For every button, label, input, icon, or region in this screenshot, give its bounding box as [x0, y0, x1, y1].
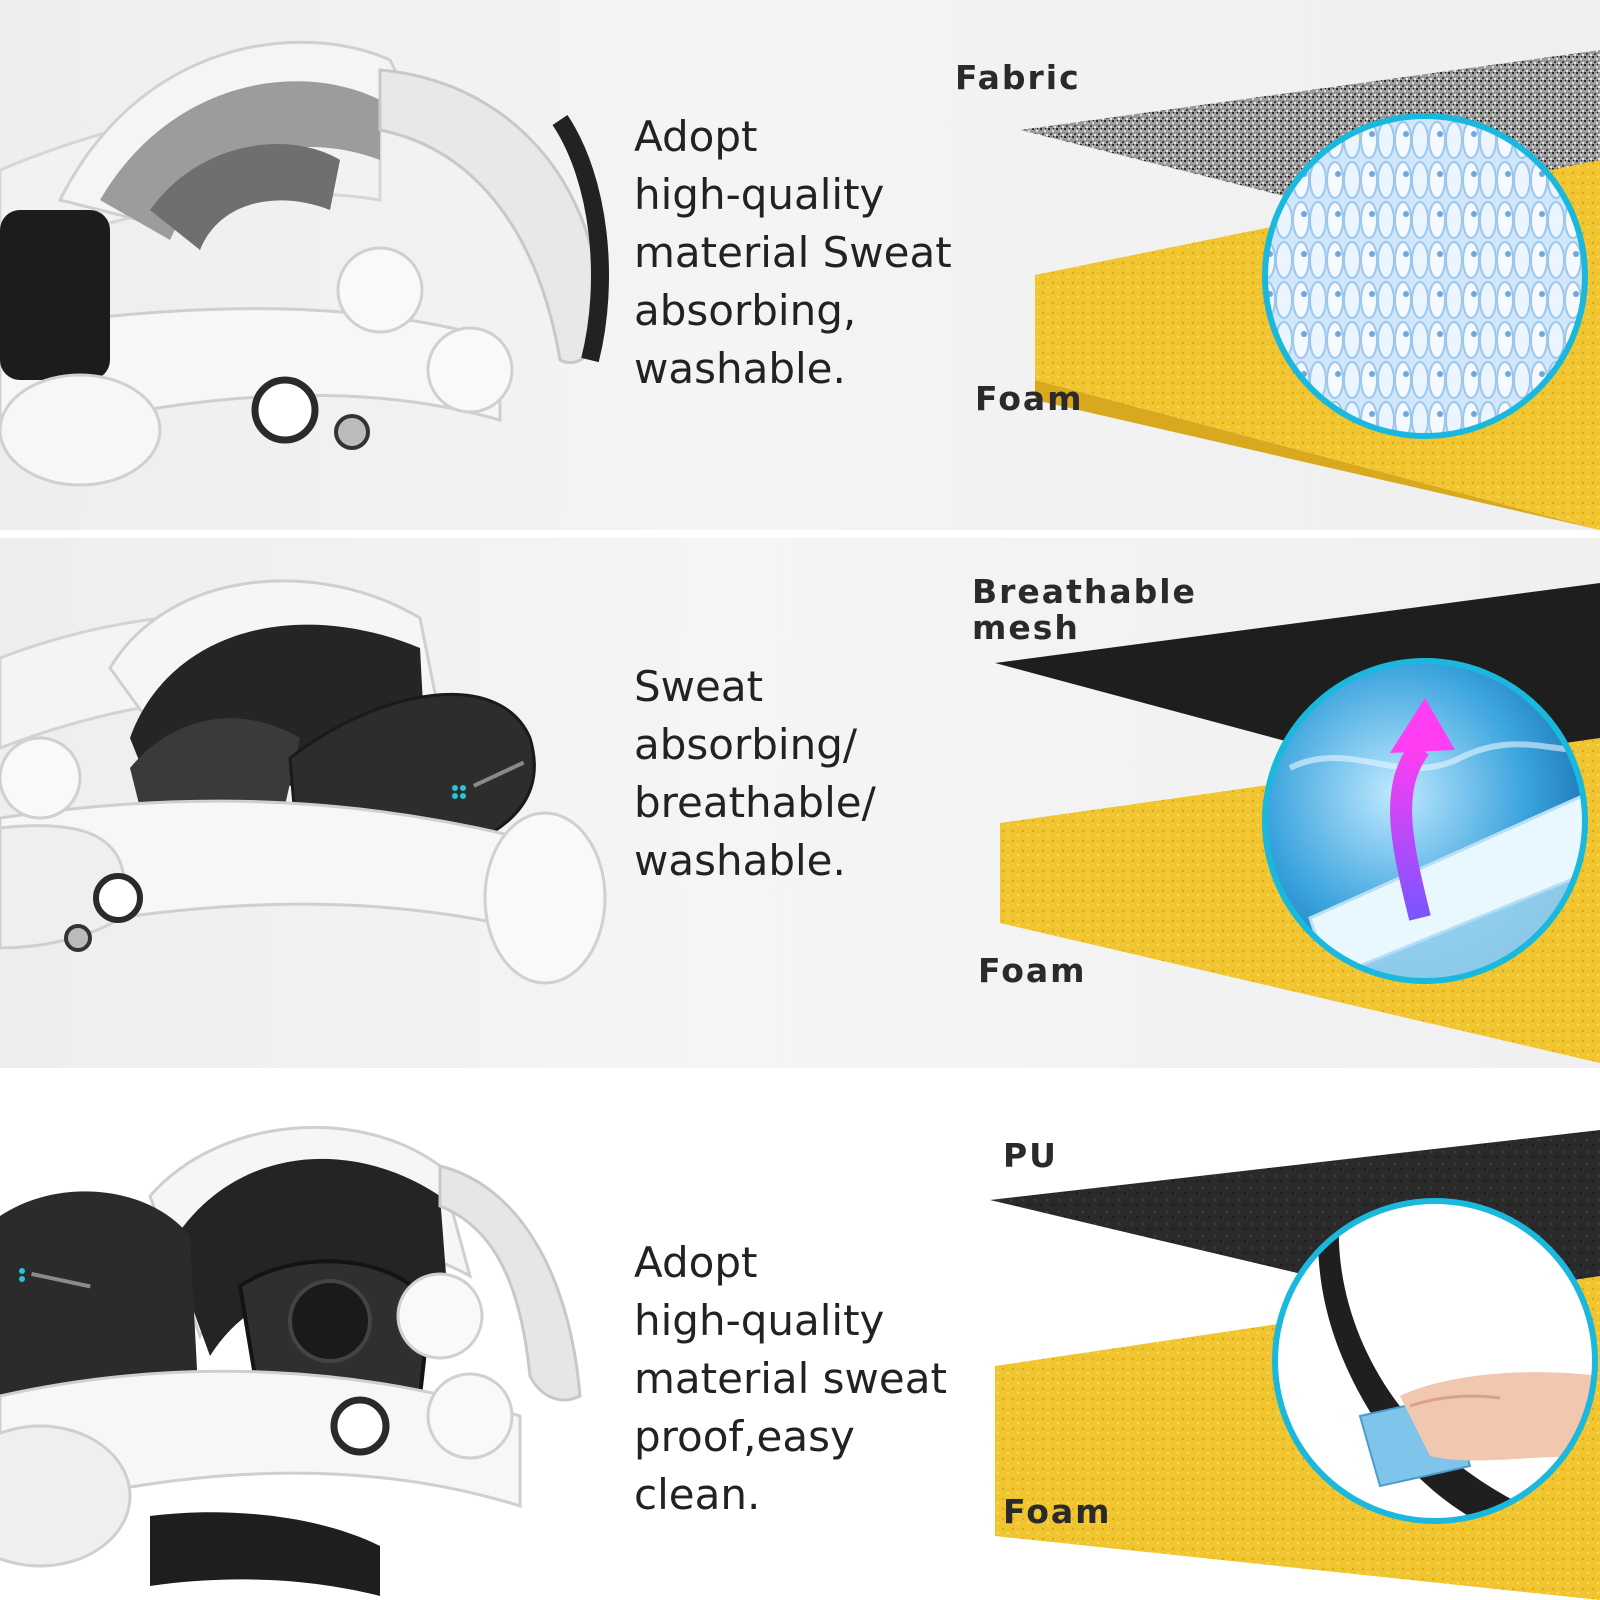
foam-label-1: Foam: [975, 379, 1084, 418]
fabric-label: Fabric: [955, 58, 1081, 97]
headset-icon: [0, 579, 607, 985]
breathable-mesh-label: Breathable mesh: [972, 572, 1197, 647]
section-pu-artwork: [0, 1125, 1600, 1600]
section-fabric: Adopt high-quality material Sweat absorb…: [0, 0, 1600, 530]
divider: [0, 530, 1600, 538]
section-mesh-description: Sweat absorbing/ breathable/ washable.: [634, 662, 876, 885]
section-pu-description: Adopt high-quality material sweat proof,…: [634, 1238, 947, 1519]
headset-icon: [0, 1125, 582, 1596]
brand-logo-icon: [452, 760, 525, 799]
mesh-magnifier-icon: [1265, 661, 1585, 981]
section-fabric-artwork: [0, 40, 1600, 530]
section-fabric-description: Adopt high-quality material Sweat absorb…: [634, 112, 952, 393]
section-mesh-artwork: [0, 579, 1600, 1063]
section-pu: Adopt high-quality material sweat proof,…: [0, 1076, 1600, 1600]
brand-logo-icon: [19, 1268, 91, 1289]
headset-icon: [0, 40, 609, 487]
foam-label-3: Foam: [1003, 1492, 1112, 1531]
divider: [0, 1068, 1600, 1076]
pu-label: PU: [1003, 1136, 1058, 1175]
section-mesh: Sweat absorbing/ breathable/ washable. B…: [0, 538, 1600, 1068]
foam-label-2: Foam: [978, 951, 1087, 990]
fabric-magnifier-icon: [1265, 116, 1585, 436]
